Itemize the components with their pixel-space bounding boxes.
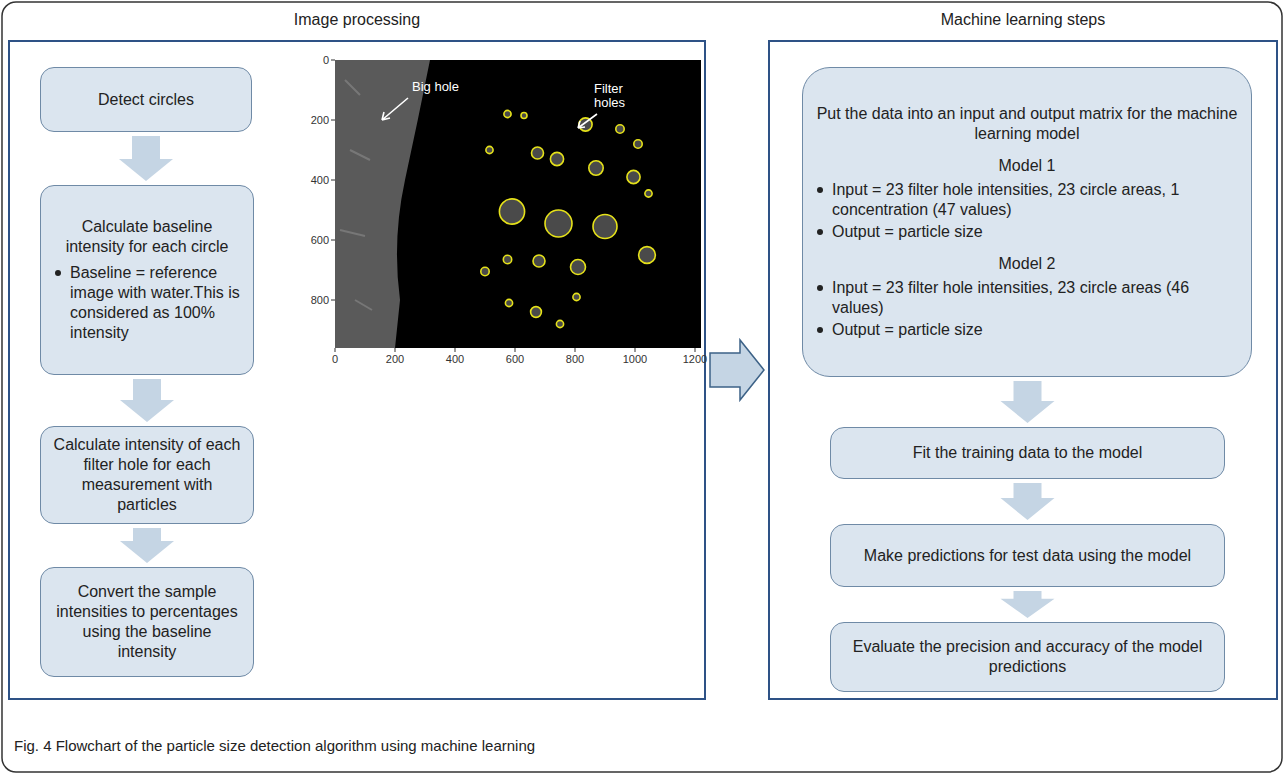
filter-hole-circle — [504, 110, 511, 117]
bullet-item: Baseline = reference image with water.Th… — [53, 263, 241, 343]
axis-tick-label: 1200 — [683, 353, 707, 365]
process-box: Calculate baseline intensity for each ci… — [40, 185, 254, 375]
axis-tick-label: 600 — [311, 234, 329, 246]
filter-hole-circle — [639, 247, 656, 264]
filter-hole-circle — [521, 113, 527, 119]
axis-tick-label: 1000 — [623, 353, 647, 365]
filter-hole-circle — [532, 147, 544, 159]
box-text: Calculate intensity of each filter hole … — [53, 435, 241, 515]
box-text: Make predictions for test data using the… — [843, 546, 1212, 566]
section-panel: Machine learning stepsPut the data into … — [768, 40, 1278, 700]
flow-arrow — [120, 528, 174, 563]
bullet-dot — [55, 270, 61, 276]
microscope-image — [335, 60, 701, 348]
flow-arrow — [1001, 591, 1055, 618]
leader-arrow — [578, 114, 597, 128]
filter-hole-circle — [573, 293, 580, 300]
filter-hole-circle — [499, 199, 524, 224]
filter-hole-circle — [486, 146, 493, 153]
axis-ticks — [331, 60, 695, 352]
filter-hole-circle — [627, 170, 640, 183]
flow-arrow — [119, 136, 173, 181]
axis-tick-label: 0 — [332, 353, 338, 365]
bullet-item: Output = particle size — [815, 320, 1239, 340]
section-panel: Image processingDetect circlesCalculate … — [8, 40, 706, 700]
box-text: Fit the training data to the model — [843, 443, 1212, 463]
axis-tick-label: 200 — [311, 114, 329, 126]
filter-hole-circle — [503, 255, 511, 263]
bullet-dot — [817, 187, 823, 193]
box-text: Evaluate the precision and accuracy of t… — [843, 637, 1212, 677]
filter-hole-circle — [556, 320, 563, 327]
filter-hole-circle — [550, 152, 563, 165]
axis-tick-label: 400 — [311, 174, 329, 186]
box-text: Model 1 — [815, 156, 1239, 176]
axis-tick-label: 600 — [506, 353, 524, 365]
box-text: Model 2 — [815, 254, 1239, 274]
bullet-text: Input = 23 filter hole intensities, 23 c… — [832, 180, 1239, 220]
bullet-dot — [817, 229, 823, 235]
filter-hole-circle — [645, 190, 652, 197]
process-box: Put the data into an input and output ma… — [802, 67, 1252, 377]
box-text: Calculate baseline intensity for each ci… — [53, 217, 241, 257]
bullet-text: Input = 23 filter hole intensities, 23 c… — [832, 278, 1239, 318]
bullet-item: Input = 23 filter hole intensities, 23 c… — [815, 180, 1239, 220]
section-arrow — [710, 340, 764, 400]
process-box: Make predictions for test data using the… — [830, 524, 1225, 587]
bullet-item: Input = 23 filter hole intensities, 23 c… — [815, 278, 1239, 318]
image-annotation: Filter holes — [594, 82, 634, 111]
big-hole-region — [335, 60, 430, 348]
process-box: Fit the training data to the model — [830, 427, 1225, 479]
filter-hole-circle — [533, 255, 545, 267]
flow-arrow — [120, 379, 174, 422]
process-box: Detect circles — [40, 67, 252, 132]
leader-arrow — [382, 98, 408, 120]
process-box: Convert the sample intensities to percen… — [40, 567, 254, 677]
axis-tick-label: 800 — [566, 353, 584, 365]
box-text: Detect circles — [53, 90, 239, 110]
process-box: Evaluate the precision and accuracy of t… — [830, 622, 1225, 692]
bullet-item: Output = particle size — [815, 222, 1239, 242]
axis-tick-label: 400 — [446, 353, 464, 365]
bullet-dot — [817, 285, 823, 291]
filter-hole-circle — [505, 299, 512, 306]
filter-hole-circle — [531, 307, 542, 318]
filter-hole-circle — [589, 161, 603, 175]
axis-tick-label: 200 — [386, 353, 404, 365]
figure-caption: Fig. 4 Flowchart of the particle size de… — [14, 737, 535, 754]
panel-heading: Image processing — [10, 11, 704, 29]
box-text: Convert the sample intensities to percen… — [53, 582, 241, 662]
filter-holes — [481, 110, 656, 327]
panel-heading: Machine learning steps — [770, 11, 1276, 29]
axis-tick-label: 800 — [311, 294, 329, 306]
bullet-dot — [817, 327, 823, 333]
filter-hole-circle — [616, 125, 624, 133]
box-text: Put the data into an input and output ma… — [815, 104, 1239, 144]
bullet-text: Output = particle size — [832, 320, 983, 340]
filter-hole-circle — [634, 140, 642, 148]
bullet-text: Output = particle size — [832, 222, 983, 242]
filter-hole-circle — [571, 260, 586, 275]
filter-hole-circle — [545, 210, 572, 237]
image-texture — [340, 80, 372, 310]
bullet-text: Baseline = reference image with water.Th… — [70, 263, 241, 343]
filter-hole-circle — [481, 267, 489, 275]
flow-arrow — [1001, 483, 1055, 520]
axis-tick-label: 0 — [323, 54, 329, 66]
filter-hole-circle — [593, 215, 617, 239]
image-annotation: Big hole — [412, 80, 459, 94]
process-box: Calculate intensity of each filter hole … — [40, 426, 254, 524]
flow-arrow — [1001, 381, 1055, 423]
